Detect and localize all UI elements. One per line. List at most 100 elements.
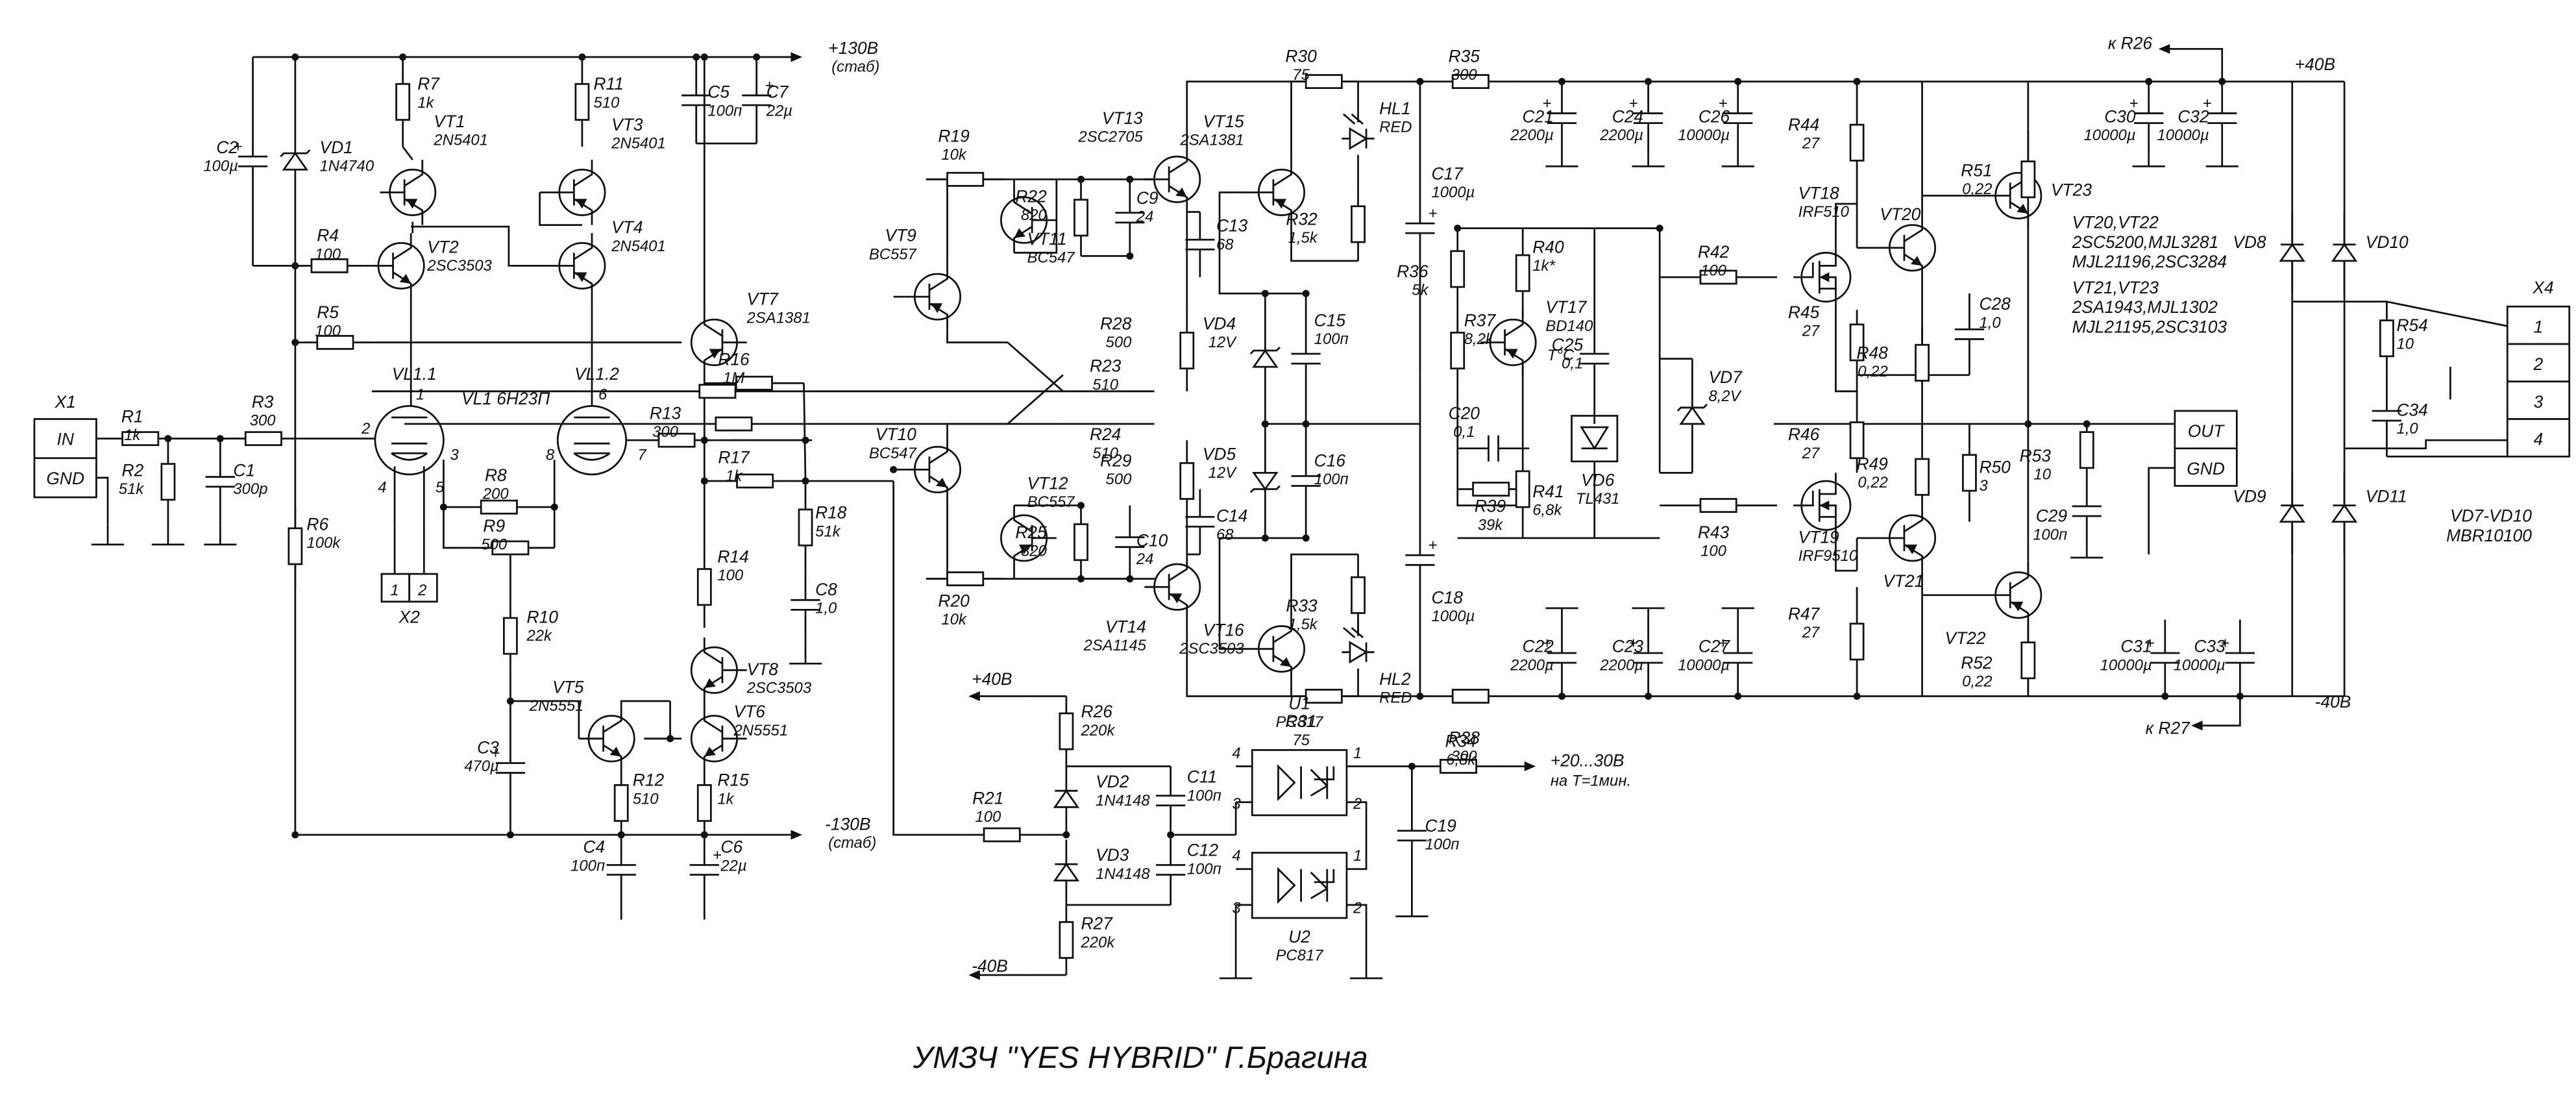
value-label: 24 [1136,550,1154,568]
value-label: 2SC3503 [746,679,812,697]
rail-label-neg40: -40В [2315,692,2351,711]
pin-label: IN [57,430,75,449]
wire [1290,553,1358,617]
polarity-mark: + [2146,634,2155,652]
value-label: 68 [1216,526,1234,543]
value-label: RED [1379,689,1412,707]
value-label: 100k [306,534,341,552]
value-label: 100п [1314,330,1349,348]
value-label: 1,0 [1979,314,2001,332]
junction-dot [291,831,299,839]
polarity-mark: + [1429,205,1438,223]
wire [803,383,807,481]
ref-label: VT5 [552,677,584,697]
value-label: 12V [1208,334,1238,351]
ref-label: VT15 [1203,112,1244,131]
ref-label: R4 [317,226,339,245]
value-label: BC557 [1027,493,1075,511]
value-label: 2SC3503 [426,257,492,275]
junction-dot [2161,692,2169,700]
junction-dot [2024,420,2032,428]
junction-dot [753,53,761,61]
ref-label: C4 [583,837,605,857]
ref-label: VT8 [747,660,779,679]
ref-label: R31 [1285,711,1316,731]
junction-dot [550,503,558,511]
value-label: 10000µ [2157,127,2209,144]
ref-label: VT6 [734,702,766,721]
ref-label: VT16 [1203,621,1244,640]
value-label: 100 [717,567,744,584]
ref-label: C28 [1979,294,2011,314]
ref-label: VT14 [1105,617,1146,637]
pin-number: 4 [1232,745,1240,762]
ref-label: C21 [1523,106,1554,126]
value-label: 100 [315,322,341,340]
junction-dot [399,53,407,61]
ref-label: C6 [720,837,742,857]
value-label: 1N4740 [320,158,374,175]
pin-number: 3 [450,446,459,463]
value-label: 2N5551 [529,697,584,715]
value-label: 10000µ [1678,127,1730,144]
value-label: PC817 [1276,946,1324,964]
junction-dot [1656,225,1663,232]
ref-label: R5 [317,303,339,322]
ref-label: C26 [1699,106,1730,126]
ref-label: VT21 [1883,571,1924,591]
ref-label: C3 [477,737,499,757]
ref-label: R3 [252,392,274,412]
junction-dot [802,477,809,485]
ref-label: C33 [2194,637,2226,656]
ref-label: R1 [121,407,143,426]
diagram-title: УМЗЧ "YES HYBRID" Г.Брагина [913,1041,1368,1075]
ref-label: VD3 [1096,845,1129,865]
note-line: VD7-VD10 [2450,506,2532,526]
ref-label: R6 [306,514,328,534]
junction-dot [700,831,708,839]
diode-vd8: VD8 [2233,212,2305,294]
value-label: 1000µ [1432,608,1475,625]
value-label: 6,8k [1446,751,1476,769]
ref-label: HL1 [1379,99,1410,118]
ref-label: VT17 [1545,297,1587,317]
wire [620,700,670,706]
ref-label: VD10 [2366,232,2409,252]
polarity-mark: + [765,77,774,94]
note-line: 2SC5200,MJL3281 [2072,232,2219,252]
ref-label: R50 [1979,457,2011,476]
junction-dot [1261,290,1269,297]
note-line: 2SA1943,MJL1302 [2072,297,2218,317]
arrow-right-icon [791,52,803,62]
ref-label: C34 [2396,400,2427,419]
value-label: 8,2k [1464,330,1494,348]
value-label: 2N5401 [433,132,488,149]
ground-symbol [91,525,125,546]
value-label: 0,22 [1858,474,1887,491]
junction-dot [291,53,299,61]
value-label: 1N4148 [1096,865,1150,883]
wire [1835,310,1858,393]
